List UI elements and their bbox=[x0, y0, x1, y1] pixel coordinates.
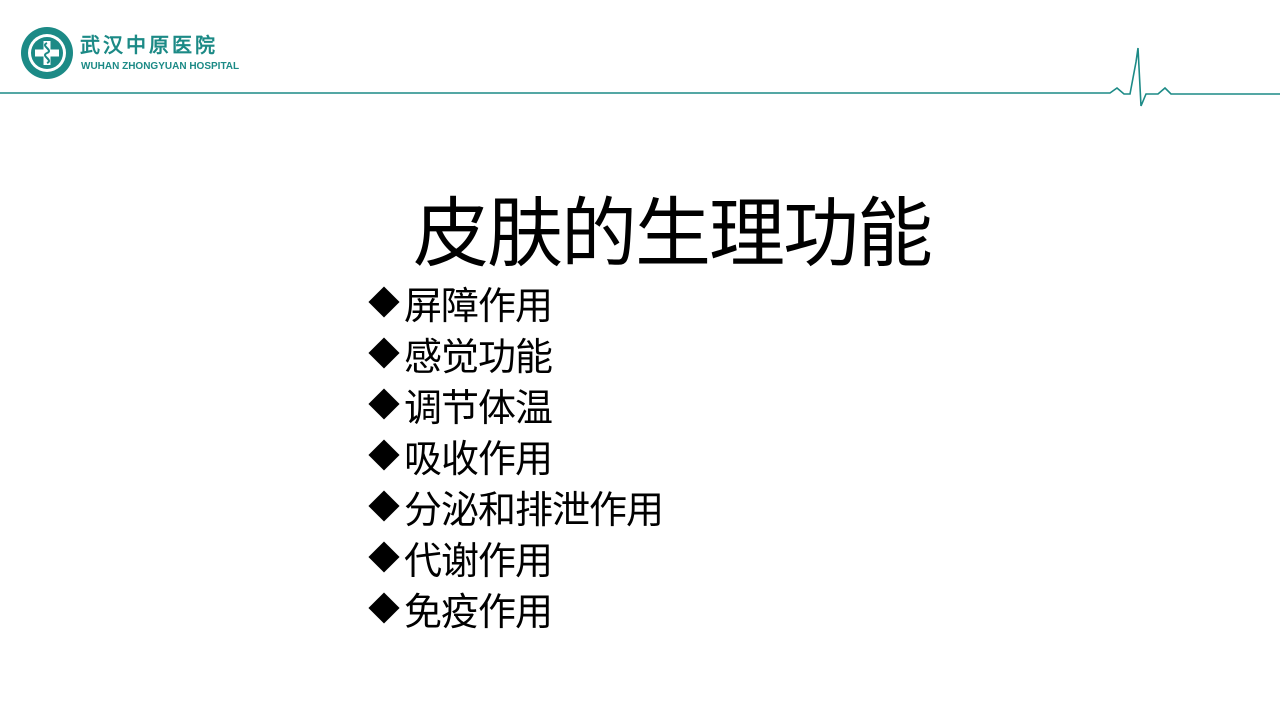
list-item: 屏障作用 bbox=[366, 277, 663, 328]
header: 武汉中原医院 WUHAN ZHONGYUAN HOSPITAL bbox=[0, 0, 1280, 110]
hospital-name-cn: 武汉中原医院 bbox=[80, 33, 218, 57]
list-item-label: 代谢作用 bbox=[404, 539, 553, 583]
list-item-label: 免疫作用 bbox=[404, 590, 553, 634]
list-item: 调节体温 bbox=[366, 379, 663, 430]
diamond-bullet-icon bbox=[366, 335, 404, 373]
diamond-bullet-icon bbox=[366, 437, 404, 475]
hospital-name-en: WUHAN ZHONGYUAN HOSPITAL bbox=[81, 61, 240, 72]
diamond-bullet-icon bbox=[366, 539, 404, 577]
list-item-label: 吸收作用 bbox=[404, 437, 553, 481]
list-item-label: 调节体温 bbox=[404, 386, 553, 430]
diamond-bullet-icon bbox=[366, 386, 404, 424]
hospital-emblem-icon bbox=[21, 27, 73, 79]
function-list: 屏障作用 感觉功能 调节体温 吸收作用 分泌和排泄作用 代谢作用 免疫作用 bbox=[366, 277, 664, 634]
list-item: 吸收作用 bbox=[366, 430, 663, 481]
list-item: 感觉功能 bbox=[366, 328, 663, 379]
diamond-bullet-icon bbox=[366, 488, 404, 526]
list-item: 分泌和排泄作用 bbox=[366, 481, 664, 532]
list-item: 免疫作用 bbox=[366, 583, 663, 634]
list-item-label: 屏障作用 bbox=[404, 284, 553, 328]
list-item-label: 分泌和排泄作用 bbox=[404, 488, 664, 532]
heartbeat-line-icon bbox=[0, 47, 1280, 107]
diamond-bullet-icon bbox=[366, 284, 404, 322]
list-item: 代谢作用 bbox=[366, 532, 663, 583]
list-item-label: 感觉功能 bbox=[404, 335, 553, 379]
diamond-bullet-icon bbox=[366, 590, 404, 628]
slide-title: 皮肤的生理功能 bbox=[413, 188, 933, 278]
